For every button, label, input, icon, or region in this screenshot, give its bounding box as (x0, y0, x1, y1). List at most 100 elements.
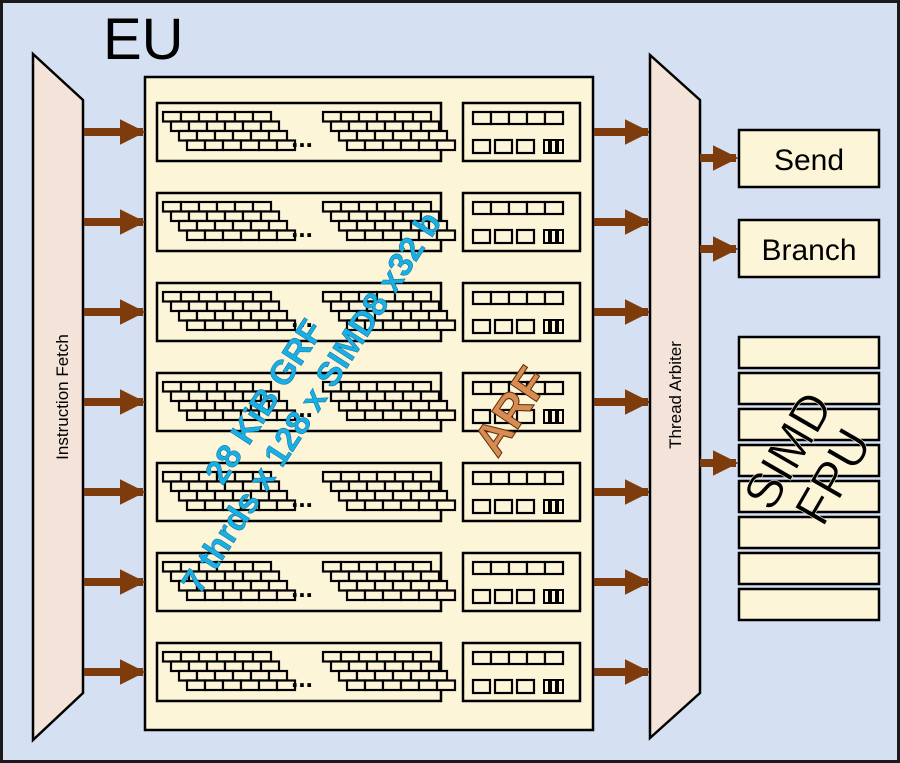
register-cell (249, 219, 271, 232)
arf-register (507, 110, 529, 126)
arf-flag (543, 319, 550, 334)
grf-ellipsis: ... (291, 393, 313, 423)
register-cell (275, 679, 297, 692)
register-cell (267, 309, 289, 322)
register-cell (337, 669, 359, 682)
grf-ellipsis: ... (291, 123, 313, 153)
register-cell (213, 579, 235, 592)
arf-register (507, 560, 529, 576)
register-cell (417, 679, 439, 692)
register-cell (427, 669, 449, 682)
register-cell (161, 560, 183, 573)
arf-register (507, 470, 529, 486)
register-cell (233, 110, 255, 123)
arf-register-small (471, 228, 492, 245)
register-cell (259, 300, 281, 313)
fpu-lane (737, 335, 881, 370)
register-cell (357, 380, 379, 393)
arf-flag (550, 499, 557, 514)
register-cell (161, 380, 183, 393)
register-cell (185, 499, 207, 512)
register-cell (419, 300, 441, 313)
register-cell (241, 210, 263, 223)
eu-title: EU (103, 7, 184, 72)
register-cell (205, 120, 227, 133)
arf-register (543, 380, 565, 396)
arf-register (489, 290, 511, 306)
register-cell (391, 309, 413, 322)
register-cell (329, 210, 351, 223)
register-cell (347, 660, 369, 673)
thread-row: ... (155, 641, 582, 703)
register-cell (363, 139, 385, 152)
arf-register (525, 650, 547, 666)
register-cell (419, 390, 441, 403)
register-cell (257, 679, 279, 692)
register-cell (223, 300, 245, 313)
register-cell (355, 669, 377, 682)
grf-ellipsis: ... (291, 483, 313, 513)
register-cell (215, 200, 237, 213)
thread-rows: ..................... (155, 101, 582, 703)
register-cell (275, 589, 297, 602)
register-cell (195, 669, 217, 682)
register-cell (233, 560, 255, 573)
arf-register-small (493, 498, 514, 515)
arf-flag (543, 679, 550, 694)
register-cell (365, 120, 387, 133)
register-cell (177, 219, 199, 232)
register-cell (375, 200, 397, 213)
register-cell (267, 669, 289, 682)
register-cell (381, 139, 403, 152)
register-cell (213, 309, 235, 322)
arf-register (471, 380, 493, 396)
register-cell (215, 110, 237, 123)
register-cell (363, 589, 385, 602)
register-cell (321, 110, 343, 123)
register-cell (223, 570, 245, 583)
fpu-lane (737, 479, 881, 514)
arf-register-small (493, 318, 514, 335)
register-cell (177, 669, 199, 682)
register-cell (179, 110, 201, 123)
arf-flag (543, 139, 550, 154)
register-cell (411, 560, 433, 573)
instruction-fetch-block (31, 51, 85, 743)
register-cell (401, 120, 423, 133)
register-cell (411, 110, 433, 123)
register-cell (339, 470, 361, 483)
register-cell (213, 669, 235, 682)
register-cell (231, 129, 253, 142)
arf-register-small (515, 678, 536, 695)
register-cell (363, 679, 385, 692)
register-cell (239, 229, 261, 242)
register-cell (195, 309, 217, 322)
register-cell (345, 679, 367, 692)
register-cell (399, 499, 421, 512)
arf-register-small (493, 588, 514, 605)
register-cell (223, 660, 245, 673)
register-cell (187, 660, 209, 673)
register-cell (161, 650, 183, 663)
register-cell (329, 300, 351, 313)
thread-arbiter-block (648, 52, 702, 741)
arf-register (543, 650, 565, 666)
register-cell (411, 380, 433, 393)
register-cell (399, 679, 421, 692)
register-cell (205, 390, 227, 403)
register-cell (383, 120, 405, 133)
register-cell (249, 129, 271, 142)
arf-flag (557, 499, 564, 514)
arf-register (489, 110, 511, 126)
register-cell (393, 650, 415, 663)
register-cell (345, 589, 367, 602)
arf-register (471, 290, 493, 306)
register-cell (241, 300, 263, 313)
arf-register (471, 650, 493, 666)
arf-register (489, 560, 511, 576)
register-cell (357, 470, 379, 483)
register-cell (329, 480, 351, 493)
register-cell (185, 229, 207, 242)
register-cell (357, 560, 379, 573)
register-cell (417, 499, 439, 512)
